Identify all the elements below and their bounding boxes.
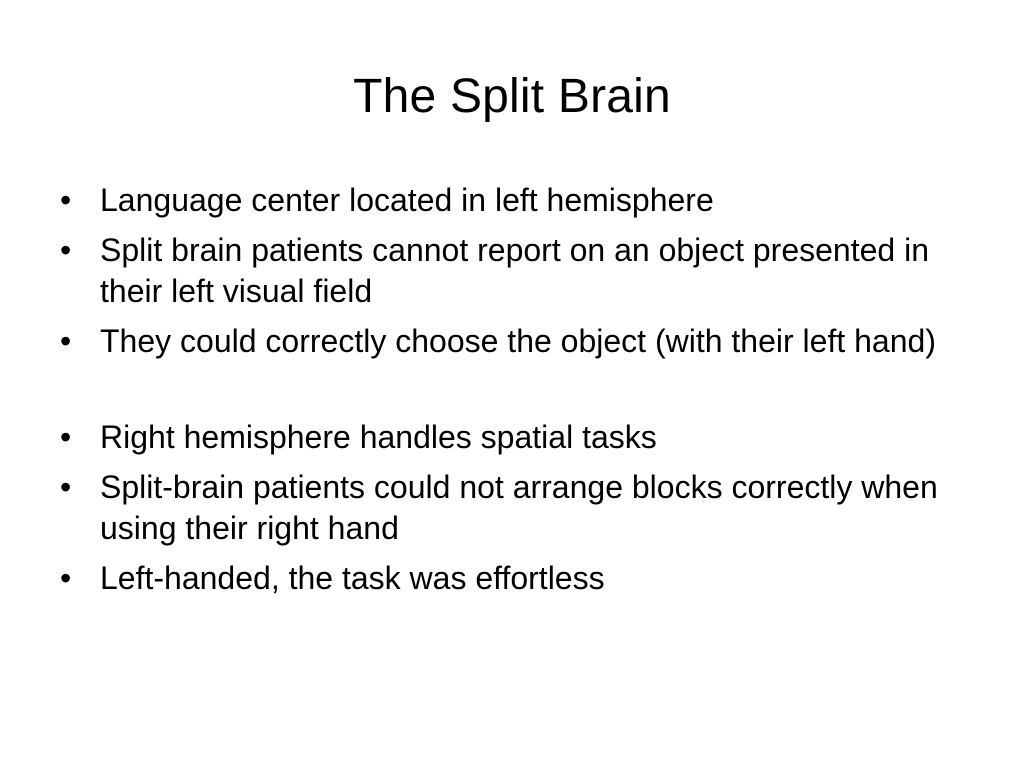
- bullet-text: Split brain patients cannot report on an…: [100, 232, 929, 309]
- bullet-item: • Language center located in left hemisp…: [60, 180, 980, 221]
- slide-title: The Split Brain: [353, 70, 671, 123]
- bullet-icon: •: [60, 469, 72, 505]
- bullet-icon: •: [60, 323, 72, 359]
- bullet-icon: •: [60, 419, 72, 455]
- bullet-icon: •: [60, 182, 72, 218]
- bullet-item: • Right hemisphere handles spatial tasks: [60, 417, 980, 458]
- bullet-icon: •: [60, 560, 72, 596]
- bullet-text: Left-handed, the task was effortless: [100, 560, 605, 596]
- bullet-text: Language center located in left hemisphe…: [100, 182, 714, 218]
- bullet-item: • They could correctly choose the object…: [60, 321, 980, 362]
- bullet-list: • Language center located in left hemisp…: [60, 180, 980, 608]
- bullet-item: • Split brain patients cannot report on …: [60, 230, 980, 312]
- bullet-text: Right hemisphere handles spatial tasks: [100, 419, 657, 455]
- bullet-item: • Left-handed, the task was effortless: [60, 558, 980, 599]
- bullet-item: • Split-brain patients could not arrange…: [60, 467, 980, 549]
- bullet-text: They could correctly choose the object (…: [100, 323, 936, 359]
- bullet-text: Split-brain patients could not arrange b…: [100, 469, 938, 546]
- bullet-icon: •: [60, 232, 72, 268]
